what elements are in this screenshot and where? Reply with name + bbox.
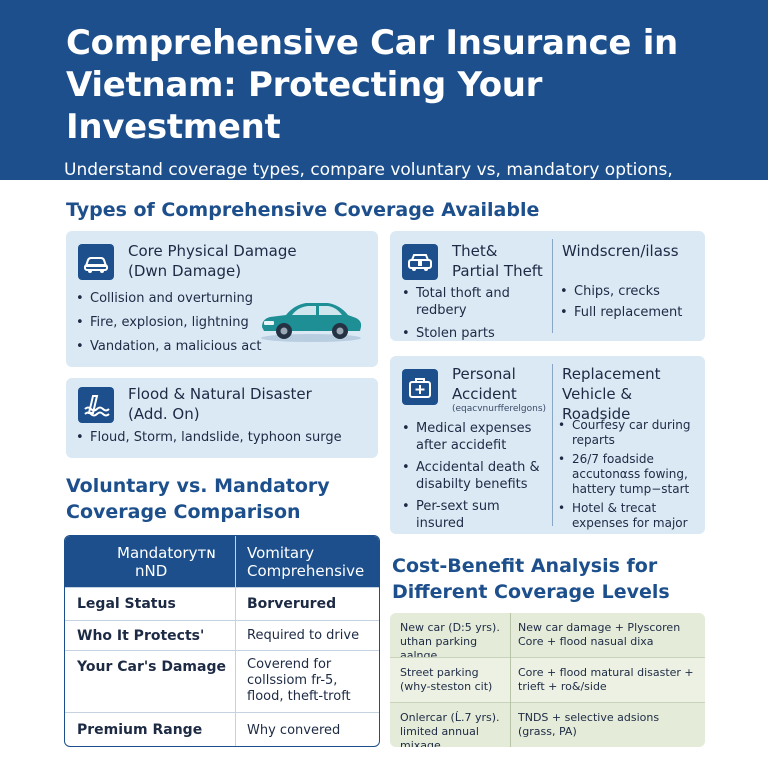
types-section-title: Types of Comprehensive Coverage Availabl…	[66, 199, 540, 221]
cost-benefit-section-title: Cost-Benefit Analysis for Different Cove…	[392, 555, 670, 603]
personal-accident-note: (eqacvnurfferelgons)	[452, 404, 547, 414]
cost-recommendation: Core + flood matural disaster + trieft +…	[518, 666, 694, 693]
core-damage-list: Collision and overturning Fire, explosio…	[76, 287, 262, 359]
medical-bag-icon	[402, 369, 438, 405]
car-icon	[78, 244, 114, 280]
comparison-table: Mandatoryᴛɴ nND Vomitary Comprehensive L…	[64, 535, 380, 747]
list-item: Accidental death & disabilty benefits	[402, 459, 552, 493]
personal-accident-title: Personal Accident	[452, 365, 517, 403]
row-label: Premium Range	[77, 722, 203, 738]
row-value: Required to drive	[247, 628, 360, 643]
flood-list: Floud, Storm, landslide, typhoon surge	[76, 429, 342, 446]
windscreen-list: Chips, crecks Full replacement	[560, 281, 682, 323]
cost-recommendation: TNDS + selective adsions (grass, PA)	[518, 711, 660, 738]
row-value: Coverend for collssiom fr-5, flood, thef…	[247, 657, 351, 704]
row-divider	[390, 657, 705, 658]
theft-windscreen-card: Thet& Partial Theft Total thoft and redb…	[390, 231, 705, 342]
list-item: Hotel & trecat expenses for major	[558, 501, 698, 531]
cost-scenario: Street parking (why-steston cit)	[400, 666, 493, 693]
list-item: Fire, explosion, lightning	[76, 311, 262, 335]
cost-scenario: Onlercar (Ĺ.7 yrs). limited annual mixag…	[400, 711, 500, 747]
core-damage-title: Core Physical Damage (Dwn Damage)	[128, 242, 297, 280]
list-item: Full replacement	[560, 302, 682, 323]
comparison-section-title: Voluntary vs. Mandatory Coverage Compari…	[66, 475, 330, 523]
car-illustration	[261, 303, 362, 342]
car-lock-icon	[402, 244, 438, 280]
cost-benefit-table: New car (D:5 yrs). uthan parking aalnge …	[390, 613, 705, 747]
page-title-line1: Comprehensive Car Insurance in	[66, 23, 678, 63]
accident-replacement-card: Personal Accident (eqacvnurfferelgons) M…	[390, 356, 705, 534]
theft-list: Total thoft and redbery Stolen parts	[402, 285, 552, 342]
flood-icon	[78, 387, 114, 423]
table-column-divider	[510, 613, 511, 747]
list-item: Medical expenses after accidefit	[402, 420, 552, 454]
hero-banner: Comprehensive Car Insurance in Vietnam: …	[0, 0, 768, 255]
row-value: Why convered	[247, 723, 341, 738]
table-row: Premium Range Why convered	[65, 712, 379, 746]
table-row: Who It Protects' Required to drive	[65, 620, 379, 650]
table-row: New car (D:5 yrs). uthan parking aalnge …	[390, 613, 705, 662]
replacement-title: Replacement Vehicle & Roadside	[562, 365, 661, 423]
flood-title: Flood & Natural Disaster (Add. On)	[128, 385, 312, 423]
windscreen-title: Windscren/ilass	[562, 242, 679, 260]
table-row: Street parking (why-steston cit) Core + …	[390, 658, 705, 702]
column-divider	[552, 239, 553, 333]
core-damage-card: Core Physical Damage (Dwn Damage) Collis…	[66, 231, 378, 367]
table-row: Your Car's Damage Coverend for collssiom…	[65, 650, 379, 712]
cost-recommendation: New car damage + Plyscoren Core + flood …	[518, 621, 681, 648]
table-column-divider	[235, 536, 236, 746]
flood-card: Flood & Natural Disaster (Add. On) Floud…	[66, 378, 378, 458]
page-subtitle-line1: Understand coverage types, compare volun…	[64, 160, 673, 205]
row-label: Legal Status	[77, 596, 176, 612]
list-item: 26/7 foadside accutonαss fowing, hattery…	[558, 452, 698, 497]
table-row: Onlercar (Ĺ.7 yrs). limited annual mixag…	[390, 703, 705, 747]
row-label: Who It Protects'	[77, 628, 205, 644]
column-divider	[552, 364, 553, 526]
list-item: Collision and overturning	[76, 287, 262, 311]
list-item: Courfesy car during reparts	[558, 418, 698, 448]
page-title-line2: Vietnam: Protecting Your Investment	[66, 65, 543, 147]
list-item: Chips, crecks	[560, 281, 682, 302]
row-value: Borverured	[247, 596, 337, 612]
list-item: Floud, Storm, landslide, typhoon surge	[76, 429, 342, 446]
table-row: Legal Status Borverured	[65, 587, 379, 620]
list-item: Stolen parts	[402, 325, 552, 342]
row-label: Your Car's Damage	[77, 659, 226, 675]
list-item: Per-sext sum insured	[402, 498, 552, 532]
list-item: Vandation, a malicious act	[76, 335, 262, 359]
comparison-table-header: Mandatoryᴛɴ nND Vomitary Comprehensive	[65, 536, 379, 587]
list-item: Total thoft and redbery	[402, 285, 552, 319]
page-title: Comprehensive Car Insurance in Vietnam: …	[66, 22, 740, 148]
replacement-list: Courfesy car during reparts 26/7 foadsid…	[558, 418, 698, 531]
row-divider	[390, 702, 705, 703]
theft-title: Thet& Partial Theft	[452, 242, 543, 280]
personal-accident-list: Medical expenses after accidefit Acciden…	[402, 420, 552, 532]
